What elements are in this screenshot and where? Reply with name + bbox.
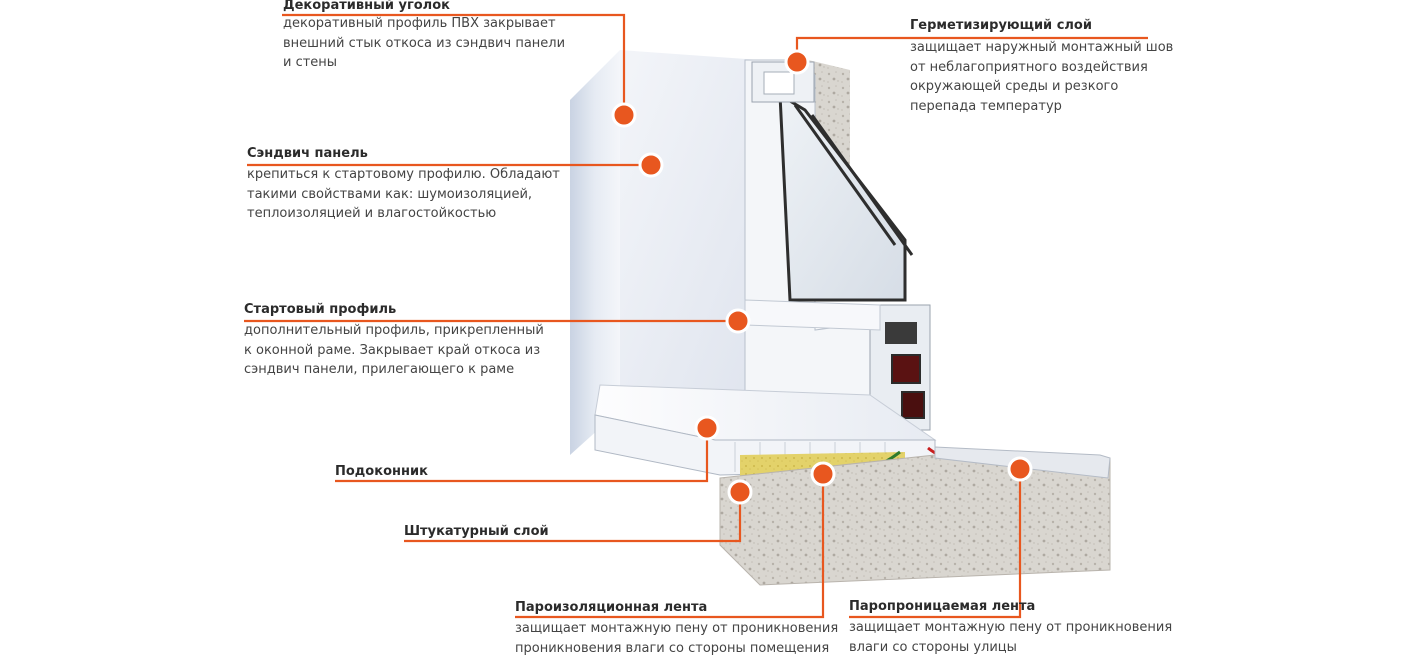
frame-chamber-2 [891,354,921,384]
sandwich-slope-left [570,50,620,455]
glass-unit [778,92,907,302]
callout-title: Стартовый профиль [244,302,397,317]
callout-description: защищает монтажную пену от проникновения… [849,620,1173,655]
callout-description: дополнительный профиль, прикрепленный к … [244,323,544,377]
callout-plaster-layer: Штукатурный слой [404,524,549,539]
callout-description: защищает наружный монтажный шов от небла… [910,40,1174,114]
sandwich-slope-face [620,50,760,410]
callout-title: Подоконник [335,464,428,479]
callout-description: защищает монтажную пену от проникновения… [515,621,839,656]
marker-vapor-barrier[interactable] [810,461,836,487]
glass-pane-inner [793,104,897,246]
start-profile-strip [744,299,881,331]
leader-windowsill [335,428,709,483]
callout-description: крепиться к стартовому профилю. Обладают… [247,167,560,221]
callout-decor-corner: Декоративный уголок декоративный профиль… [283,0,565,73]
callout-title: Пароизоляционная лента [515,600,708,615]
callout-title: Штукатурный слой [404,524,549,539]
leader-vapor-barrier [515,474,825,619]
callout-title: Декоративный уголок [283,0,450,13]
leader-plaster-layer [404,492,742,543]
frame-chamber-1 [885,322,917,344]
leader-vapor-permeable [849,469,1022,619]
callout-title: Герметизирующий слой [910,18,1092,33]
marker-sandwich-panel[interactable] [638,152,664,178]
frame-chamber-3 [901,391,925,419]
marker-start-profile[interactable] [725,308,751,334]
callout-windowsill: Подоконник [335,464,428,479]
callout-vapor-permeable: Паропроницаемая лента защищает монтажную… [849,599,1172,657]
marker-windowsill[interactable] [694,415,720,441]
marker-decor-corner[interactable] [611,102,637,128]
concrete-base [719,454,1111,586]
callout-vapor-barrier: Пароизоляционная лента защищает монтажну… [515,600,838,658]
frame-top-chamber [763,71,795,95]
marker-sealing-layer[interactable] [784,49,810,75]
callout-title: Сэндвич панель [247,146,368,161]
marker-vapor-permeable[interactable] [1007,456,1033,482]
leader-decor-corner [282,13,626,115]
callout-start-profile: Стартовый профиль дополнительный профиль… [244,302,544,380]
glass-pane-outer [810,114,914,256]
callout-title: Паропроницаемая лента [849,599,1036,614]
marker-plaster-layer[interactable] [727,479,753,505]
callout-sealing-layer: Герметизирующий слой защищает наружный м… [910,18,1173,116]
callout-description: декоративный профиль ПВХ закрывает внешн… [283,16,566,70]
callout-sandwich-panel: Сэндвич панель крепиться к стартовому пр… [247,146,560,224]
